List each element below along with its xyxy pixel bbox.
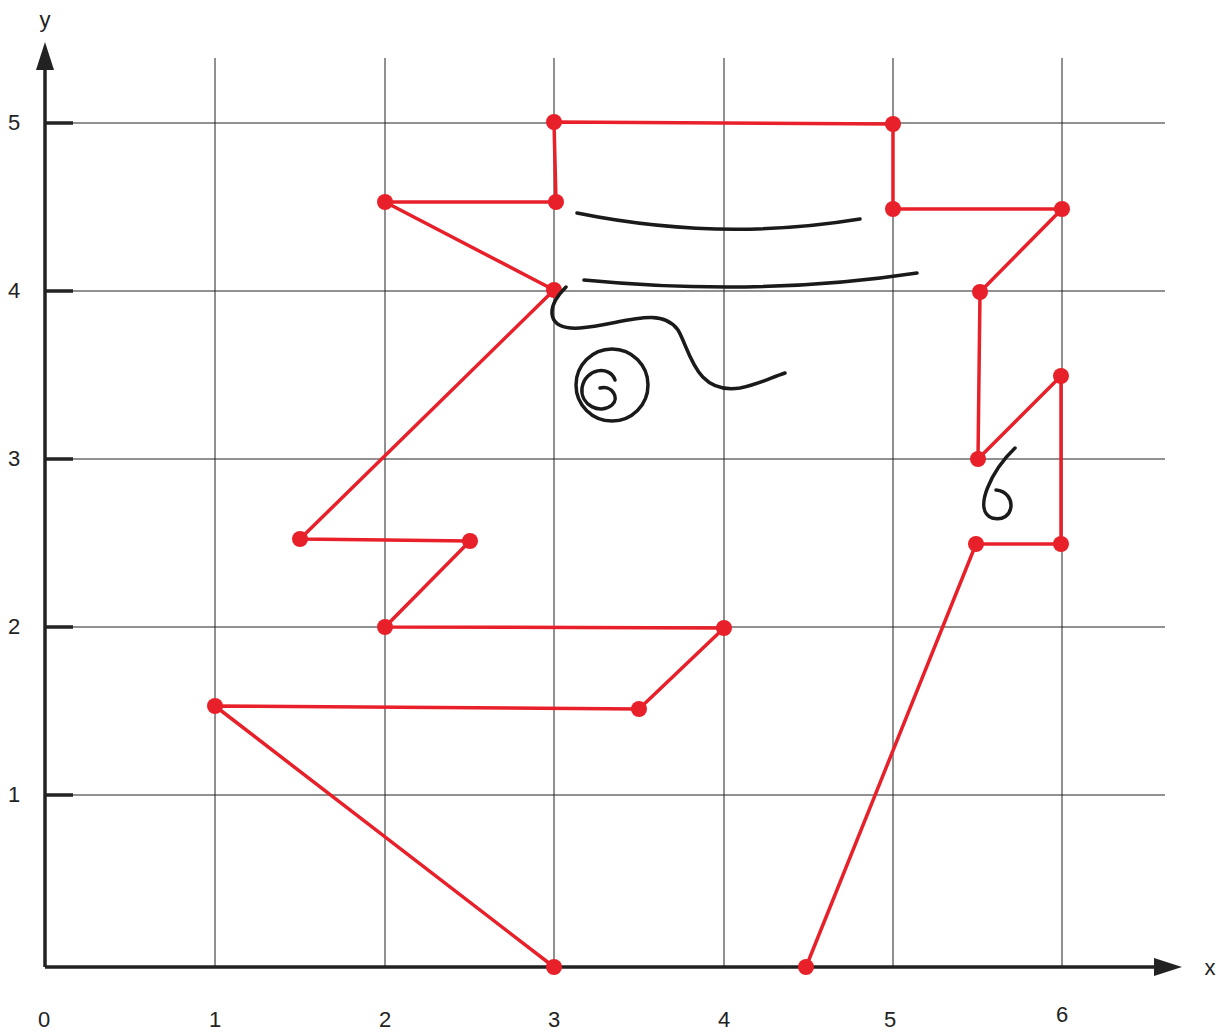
tick-label: 3 xyxy=(8,448,20,470)
axes xyxy=(36,42,1182,976)
tick-label: 6 xyxy=(1056,1004,1068,1026)
face-sketch xyxy=(552,213,1015,519)
tick-label: 5 xyxy=(8,112,20,134)
tick-label: 0 xyxy=(38,1009,50,1031)
tick-label: 1 xyxy=(209,1009,221,1031)
axis-label: x xyxy=(1205,957,1216,979)
axis-label: y xyxy=(40,9,51,31)
grid-lines xyxy=(45,58,1165,967)
vertex-dots xyxy=(207,114,1070,975)
face-outline xyxy=(215,122,1062,967)
tick-marks xyxy=(45,123,73,795)
tick-label: 1 xyxy=(8,784,20,806)
tick-label: 3 xyxy=(548,1009,560,1031)
tick-label: 2 xyxy=(8,616,20,638)
tick-label: 5 xyxy=(884,1009,896,1031)
tick-label: 4 xyxy=(718,1009,730,1031)
tick-label: 2 xyxy=(379,1009,391,1031)
tick-label: 4 xyxy=(8,280,20,302)
